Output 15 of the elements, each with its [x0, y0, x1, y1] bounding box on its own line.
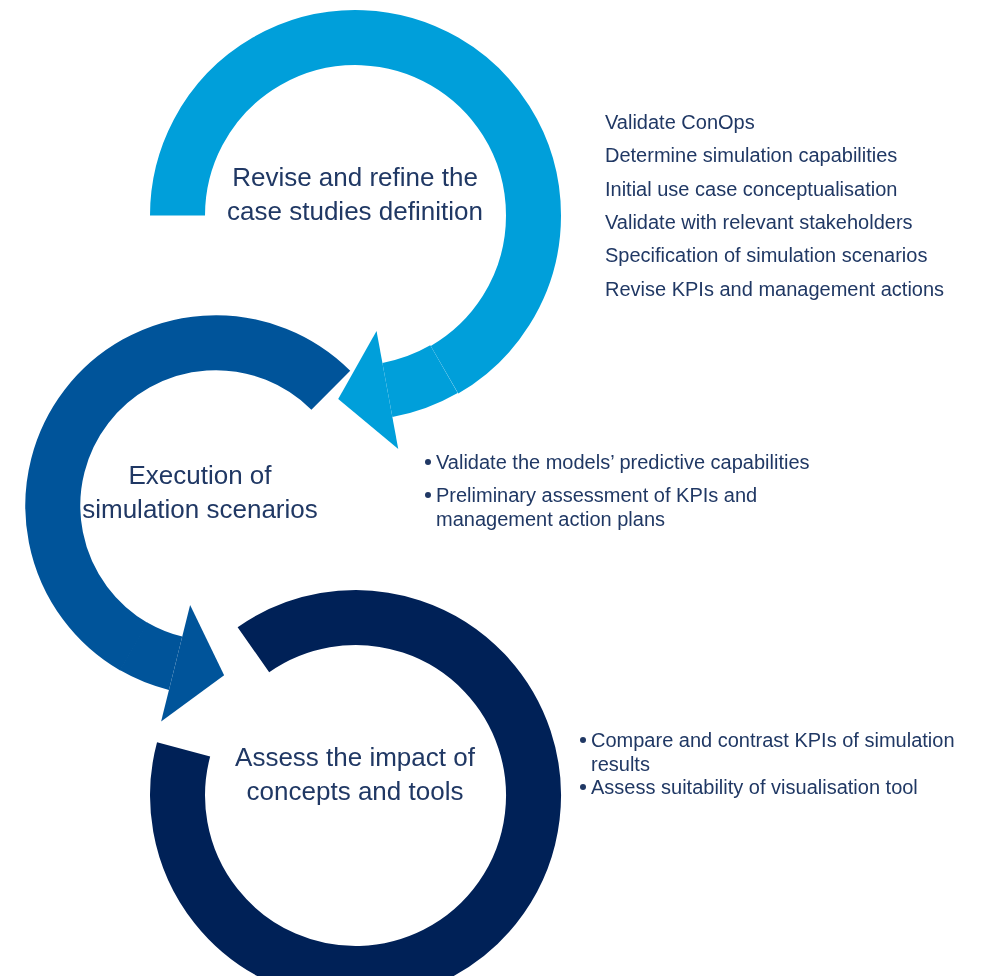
list-item: Validate ConOps	[605, 110, 755, 134]
list-item: Revise KPIs and management actions	[605, 277, 945, 301]
list-item: Preliminary assessment of KPIs and management action plans	[436, 483, 759, 531]
list-item: Validate with relevant stakeholders	[605, 210, 913, 234]
arrow	[120, 605, 224, 721]
list-item: Determine simulation capabilities	[605, 143, 898, 167]
list-item: Initial use case conceptualisation	[605, 177, 898, 201]
step-title: Execution of simulation scenarios	[81, 459, 319, 526]
step-title: Revise and refine the case studies definition	[226, 161, 484, 228]
list-item: Specification of simulation scenarios	[605, 243, 928, 267]
arrow	[338, 331, 457, 449]
list-item: Compare and contrast KPIs of simulation results	[591, 728, 956, 776]
list-item: Validate the models’ predictive capabilities	[436, 450, 810, 474]
step-title: Assess the impact of concepts and tools	[234, 741, 476, 808]
list-item: Assess suitability of visualisation tool	[591, 775, 918, 799]
